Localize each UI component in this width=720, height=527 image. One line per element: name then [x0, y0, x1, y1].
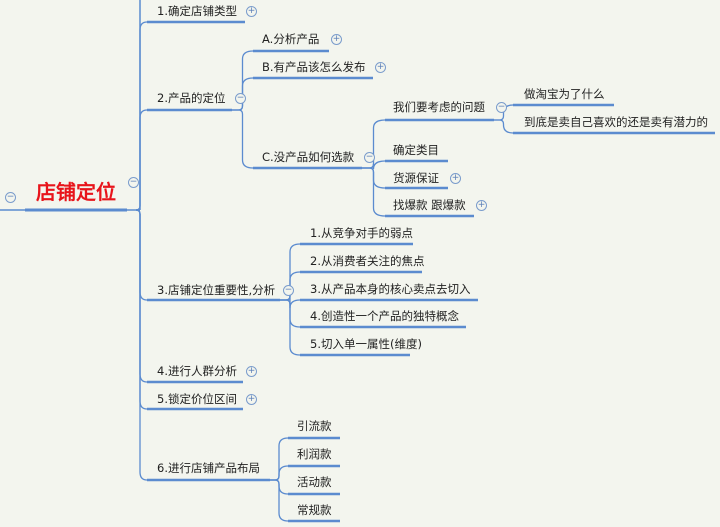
connector: [270, 479, 289, 522]
topic-b6-3[interactable]: 活动款: [297, 475, 332, 489]
expand-toggle-icon[interactable]: +: [375, 62, 386, 73]
topic-b2c3[interactable]: 货源保证: [393, 171, 439, 185]
collapse-toggle-icon[interactable]: −: [496, 102, 507, 113]
expand-toggle-icon[interactable]: +: [246, 6, 257, 17]
topic-b6-2[interactable]: 利润款: [297, 447, 332, 461]
topic-b2c1[interactable]: 我们要考虑的问题: [393, 100, 485, 114]
root-node[interactable]: 店铺定位: [36, 180, 116, 204]
topic-b3-3[interactable]: 3.从产品本身的核心卖点去切入: [310, 282, 471, 296]
collapse-toggle-icon[interactable]: −: [235, 93, 246, 104]
expand-toggle-icon[interactable]: +: [331, 34, 342, 45]
expand-toggle-icon[interactable]: +: [450, 173, 461, 184]
topic-b3[interactable]: 3.店铺定位重要性,分析: [157, 283, 276, 297]
topic-b2c1b[interactable]: 到底是卖自己喜欢的还是卖有潜力的: [524, 115, 708, 129]
root-collapse-toggle[interactable]: −: [5, 192, 16, 203]
connector: [135, 209, 148, 481]
topic-b6-1[interactable]: 引流款: [297, 419, 332, 433]
topic-b3-1[interactable]: 1.从竞争对手的弱点: [310, 226, 413, 240]
collapse-toggle-icon[interactable]: −: [283, 285, 294, 296]
connector: [494, 119, 514, 134]
topic-b5[interactable]: 5.锁定价位区间: [157, 392, 237, 406]
connector: [135, 209, 148, 301]
topic-b3-2[interactable]: 2.从消费者关注的焦点: [310, 254, 425, 268]
topic-b2c1a[interactable]: 做淘宝为了什么: [524, 87, 605, 101]
topic-b2c[interactable]: C.没产品如何选款: [262, 150, 355, 164]
expand-toggle-icon[interactable]: +: [476, 200, 487, 211]
topic-b6[interactable]: 6.进行店铺产品布局: [157, 461, 260, 475]
collapse-toggle[interactable]: −: [128, 177, 139, 188]
topic-b4[interactable]: 4.进行人群分析: [157, 364, 237, 378]
topic-b3-5[interactable]: 5.切入单一属性(维度): [310, 337, 422, 351]
expand-toggle-icon[interactable]: +: [246, 366, 257, 377]
topic-b2a[interactable]: A.分析产品: [262, 32, 320, 46]
topic-b6-4[interactable]: 常规款: [297, 503, 332, 517]
connector: [135, 109, 148, 211]
topic-b2b[interactable]: B.有产品该怎么发布: [262, 60, 366, 74]
connector: [362, 167, 386, 217]
topic-b2c4[interactable]: 找爆款 跟爆款: [393, 198, 466, 212]
topic-b3-4[interactable]: 4.创造性一个产品的独特概念: [310, 309, 459, 323]
topic-b1[interactable]: 1.确定店铺类型: [157, 4, 237, 18]
collapse-toggle-icon[interactable]: −: [364, 152, 375, 163]
connector: [135, 209, 148, 383]
connector: [232, 109, 254, 169]
topic-b2c2[interactable]: 确定类目: [393, 143, 439, 157]
connector: [280, 299, 301, 356]
expand-toggle-icon[interactable]: +: [246, 394, 257, 405]
topic-b2[interactable]: 2.产品的定位: [157, 91, 226, 105]
